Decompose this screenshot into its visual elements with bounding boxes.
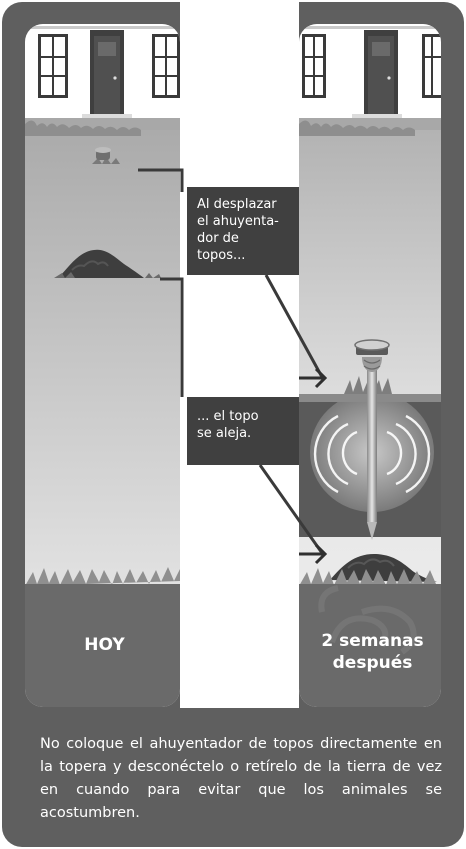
connector-lines [138, 168, 324, 554]
lawn-right [299, 568, 441, 707]
panel-label-after: 2 semanas después [321, 631, 424, 673]
mole-repeller-device [354, 339, 390, 540]
callout-box-1: Al desplazar el ahuyenta- dor de topos..… [187, 187, 299, 275]
molehill-right [330, 554, 437, 582]
callout-text-2: ... el topo se aleja. [197, 409, 259, 441]
house-facade-left [25, 24, 180, 136]
molehill-left [54, 249, 161, 278]
house-facade-right [299, 24, 441, 136]
panel-label-today: HOY [84, 635, 125, 655]
arrow-to-molehill [299, 543, 328, 565]
panel-after [299, 24, 441, 707]
callout-text-1: Al desplazar el ahuyenta- dor de topos..… [197, 197, 279, 263]
mole-repeller-surface [92, 147, 120, 164]
sound-waves [313, 414, 431, 494]
callout-box-2: ... el topo se aleja. [187, 397, 299, 465]
lawn-left [25, 567, 180, 707]
caption-text: No coloque el ahuyentador de topos direc… [40, 736, 442, 821]
panel-today [25, 24, 180, 707]
center-divider [180, 2, 299, 708]
arrow-to-repeller [299, 367, 328, 389]
